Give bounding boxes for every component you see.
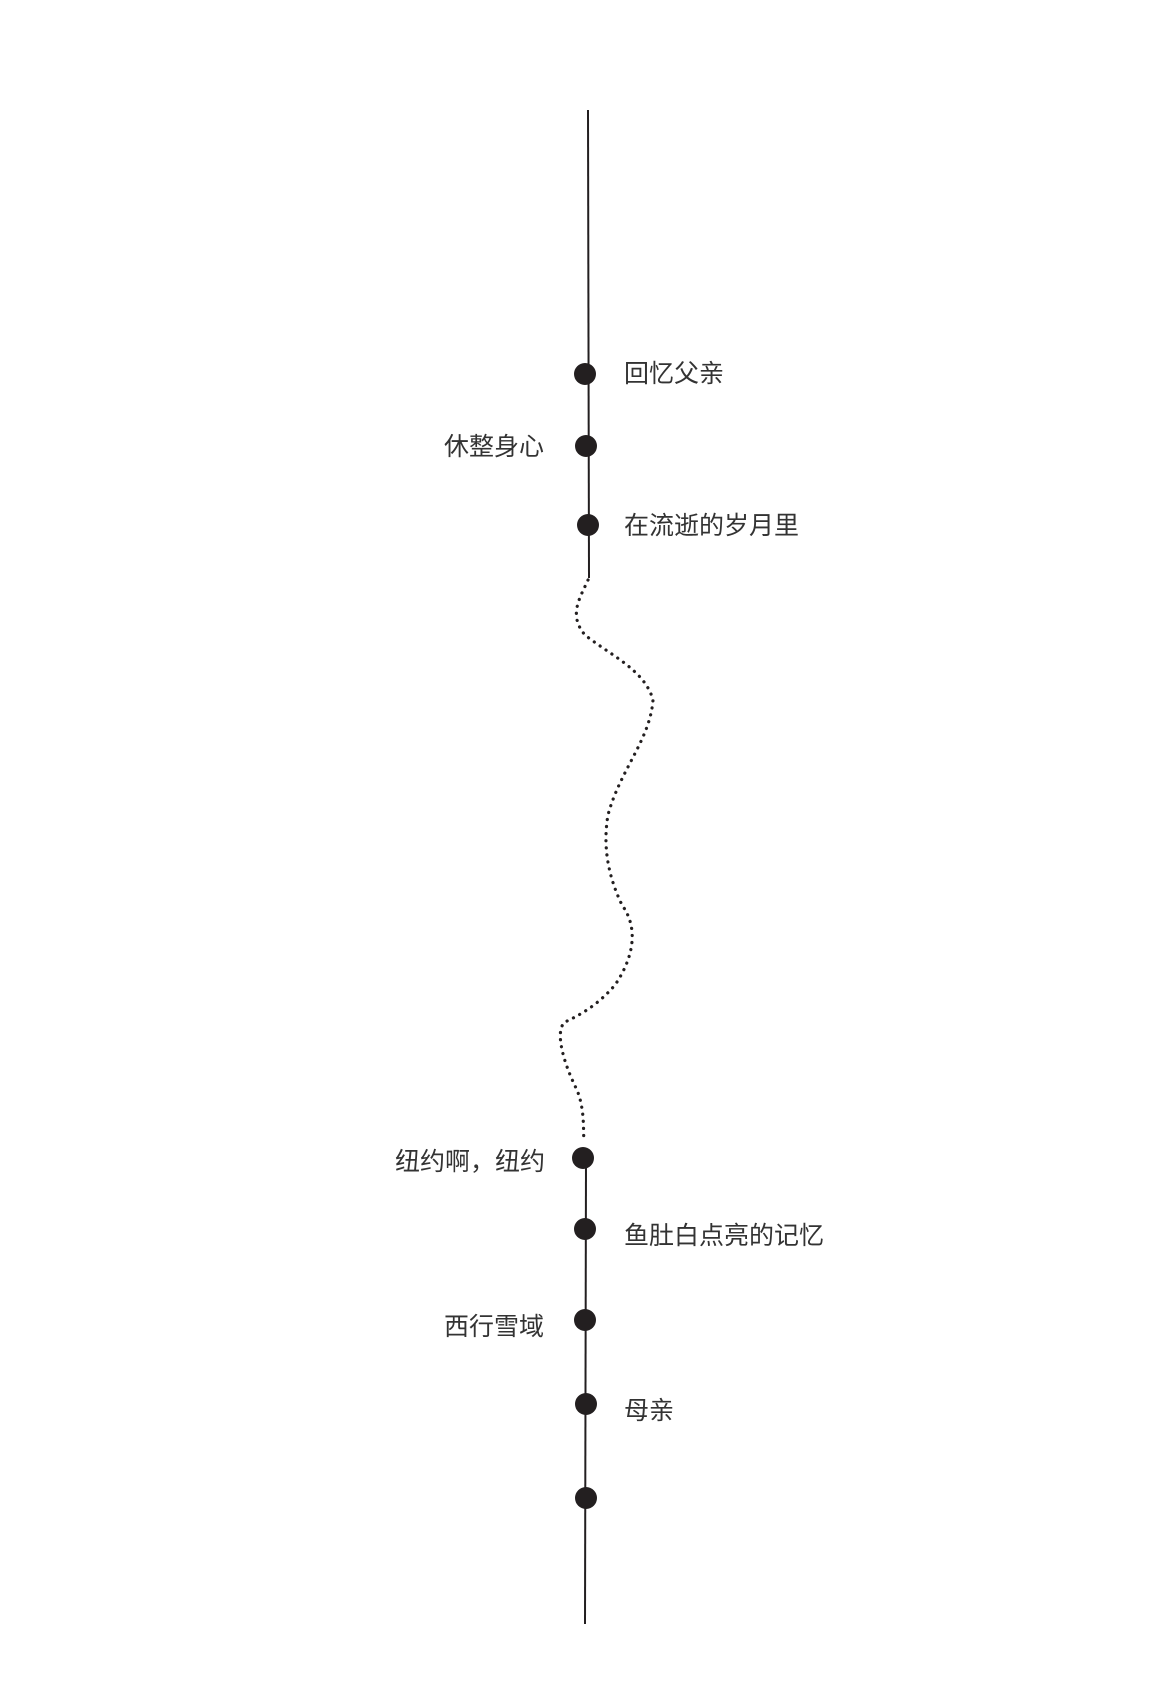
event-label-3: 在流逝的岁月里 xyxy=(624,511,800,540)
event-dot-6 xyxy=(574,1309,596,1331)
event-label-5: 鱼肚白点亮的记忆 xyxy=(624,1221,825,1250)
event-label-7: 母亲 xyxy=(624,1396,675,1425)
event-dot-1 xyxy=(574,363,596,385)
event-dot-5 xyxy=(574,1218,596,1240)
event-label-2: 休整身心 xyxy=(443,432,544,461)
event-label-6: 西行雪域 xyxy=(443,1312,544,1341)
event-dot-7 xyxy=(575,1393,597,1415)
timeline-upper-line xyxy=(587,109,590,579)
event-dot-8 xyxy=(575,1487,597,1509)
timeline-dotted-gap xyxy=(558,578,655,1144)
event-dot-4 xyxy=(572,1147,594,1169)
event-dot-2 xyxy=(575,435,597,457)
event-label-1: 回忆父亲 xyxy=(624,359,725,388)
event-dot-3 xyxy=(577,514,599,536)
event-label-4: 纽约啊，纽约 xyxy=(394,1147,545,1176)
